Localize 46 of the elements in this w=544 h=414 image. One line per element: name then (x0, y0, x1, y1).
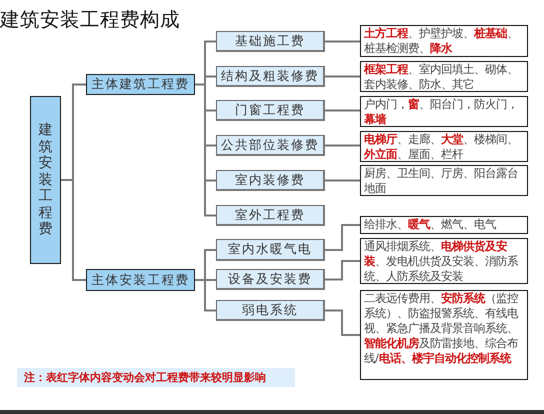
cost-item-text: 框架工程、室内回填土、砌体、套内装修、防水、其它 (364, 62, 519, 92)
subcategory-box (216, 100, 325, 121)
connector-line (325, 76, 360, 78)
subcategory-box (216, 239, 325, 261)
subcategory-label: 结构及粗装修费 (221, 68, 319, 84)
vertical-label: 建筑安装工程费 (38, 122, 52, 238)
connector-line (325, 110, 360, 112)
cost-item-text: 户内门，窗、阳台门，防火门，幕墙 (364, 97, 519, 127)
root-box (30, 96, 61, 264)
subcategory-box (216, 135, 325, 156)
subcategory-box (216, 170, 325, 191)
subcategory-label: 弱电系统 (242, 302, 298, 318)
note-text: 注：表红字体内容变动会对工程费带来较明显影响 (24, 370, 266, 385)
category-label: 主体建筑工程费 (92, 76, 190, 93)
cost-item-box (360, 216, 528, 234)
subcategory-box (216, 66, 325, 87)
subcategory-box (216, 300, 325, 321)
subcategory-label: 室内水暖气电 (228, 241, 312, 258)
cost-item-text: 二表远传费用、安防系统（监控系统）、防盗报警系统、有线电视、紧急广播及背景音响系统、智能化机房及防雷接地、综合布线/电话、楼宇自动化控制系统 (364, 291, 520, 366)
connector-line (325, 144, 360, 146)
connector-line (325, 180, 360, 182)
cost-item-box (360, 290, 528, 380)
category-box (86, 74, 195, 95)
cost-item-text: 电梯厅、走廊、大堂、楼梯间、外立面、屋面、栏杆 (364, 132, 519, 162)
category-box (86, 269, 195, 291)
diagram-title: 建筑安装工程费构成 (0, 7, 180, 33)
subcategory-box (216, 205, 325, 226)
subcategory-label: 室外工程费 (235, 206, 305, 224)
subcategory-box (216, 269, 325, 290)
subcategory-box (216, 31, 325, 52)
cost-item-text: 通风排烟系统、电梯供货及安装、发电机供货及安装、消防系统、人防系统及安装 (364, 239, 520, 284)
connector-line (325, 224, 360, 251)
subcategory-label: 基础施工费 (235, 32, 305, 50)
connector-line (325, 310, 360, 336)
connector-line (325, 260, 360, 280)
connector-line (325, 40, 360, 42)
connector-line (61, 179, 86, 281)
cost-item-text: 厨房、卫生间、厅房、阳台露台地面 (364, 166, 519, 196)
subcategory-label: 室内装修费 (235, 172, 305, 188)
cost-item-text: 给排水、暖气、燃气、电气 (364, 217, 496, 232)
subcategory-label: 门窗工程费 (235, 102, 305, 118)
cost-item-text: 土方工程、护壁护坡、桩基础、桩基检测费、降水 (364, 26, 519, 56)
subcategory-label: 公共部位装修费 (221, 136, 319, 154)
subcategory-label: 设备及安装费 (228, 270, 312, 288)
category-label: 主体安装工程费 (92, 272, 190, 288)
note-band (17, 368, 295, 387)
